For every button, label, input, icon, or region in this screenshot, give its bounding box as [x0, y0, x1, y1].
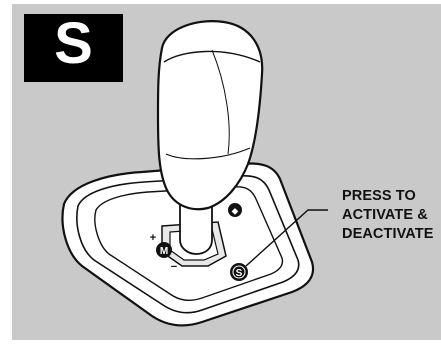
upper-button-glyph: ◆: [231, 207, 239, 216]
sport-button-glyph: S: [236, 268, 243, 279]
minus-label: −: [171, 261, 177, 273]
callout-line-2: ACTIVATE &: [342, 206, 434, 225]
callout-line-1: PRESS TO: [342, 187, 434, 206]
callout-line-3: DEACTIVATE: [342, 225, 434, 244]
manual-button-glyph: M: [160, 246, 168, 257]
plus-label: +: [150, 232, 156, 244]
mode-badge-letter: S: [24, 10, 123, 78]
callout-text: PRESS TO ACTIVATE & DEACTIVATE: [342, 187, 434, 244]
